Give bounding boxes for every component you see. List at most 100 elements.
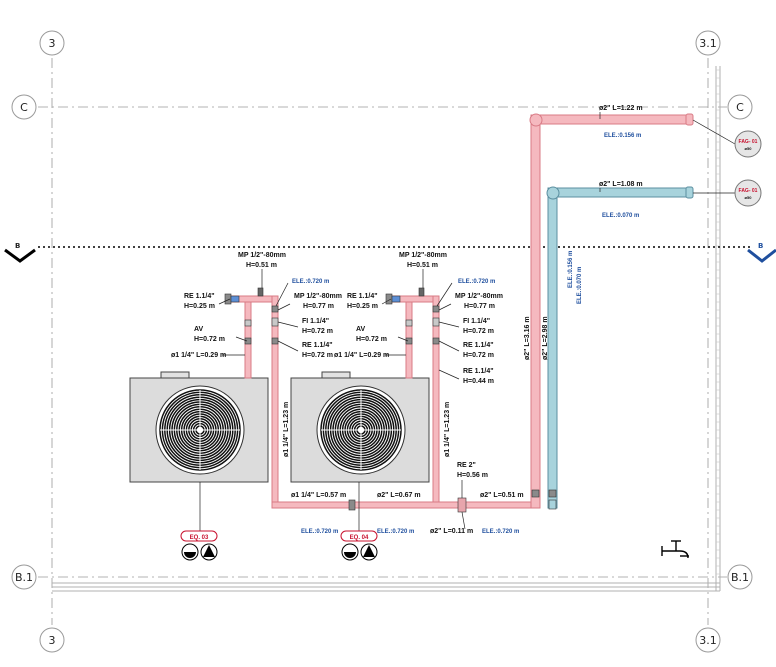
label-mp1b-h: H=0.77 m <box>303 303 334 310</box>
pipe-main-horizontal <box>271 501 541 509</box>
label-h3: ø2" L=0.51 m <box>480 492 524 499</box>
condensing-unit-eq03[interactable] <box>129 371 269 483</box>
label-av1: AV <box>194 326 204 333</box>
annotations: MP 1/2"-80mm H=0.51 m ELE.:0.720 m RE 1.… <box>171 105 643 535</box>
grid-bubble-c-right-label: C <box>736 101 744 114</box>
pipe-top-return <box>547 187 690 198</box>
label-mp2b: MP 1/2"-80mm <box>455 293 503 300</box>
label-ele-riser2: ELE.:0.070 m <box>577 267 583 304</box>
pipe-top-supply <box>530 114 690 125</box>
label-mp1b: MP 1/2"-80mm <box>294 293 342 300</box>
pump-triangle-icon <box>363 545 375 557</box>
tag-eq04[interactable]: EQ. 04 <box>340 530 378 561</box>
label-top-pink-ele: ELE.:0.156 m <box>604 133 641 139</box>
label-h1: ø1 1/4" L=0.57 m <box>291 492 346 499</box>
fan-icon <box>320 389 402 471</box>
label-top-blue: ø2" L=1.08 m <box>599 181 643 188</box>
label-ele-d: ELE.:0.720 m <box>377 529 414 535</box>
wall-hatch <box>716 69 720 575</box>
label-ele-c: ELE.:0.720 m <box>301 529 338 535</box>
grid-bubble-c-right[interactable]: C <box>727 94 753 120</box>
label-mp1-h: H=0.51 m <box>246 262 277 269</box>
tag-fag-01-bottom[interactable]: FAG- 01 ø50 <box>734 179 762 207</box>
tag-fag-01-top-label: FAG- 01 <box>739 139 758 145</box>
label-re1b-h: H=0.72 m <box>302 352 333 359</box>
label-av2: AV <box>356 326 366 333</box>
label-re2b-h: H=0.72 m <box>463 352 494 359</box>
section-marker-right-label: B <box>758 242 763 250</box>
label-fi1-h: H=0.72 m <box>302 328 333 335</box>
section-marker-right[interactable]: B <box>747 242 776 263</box>
pipe-unit2-up <box>405 295 413 379</box>
grid-bubble-b1-left[interactable]: B.1 <box>11 564 37 590</box>
grid-bubble-3-1-bottom[interactable]: 3.1 <box>695 627 721 653</box>
pipe-unit2-drop <box>432 295 440 509</box>
label-re-left1: RE 1.1/4" <box>184 293 215 300</box>
condensing-unit-eq04[interactable] <box>290 371 430 483</box>
label-re2c-h: H=0.44 m <box>463 378 494 385</box>
grid-bubble-c-left[interactable]: C <box>11 94 37 120</box>
label-re2c: RE 1.1/4" <box>463 368 494 375</box>
grid-bubble-b1-right[interactable]: B.1 <box>727 564 753 590</box>
grid-bubble-3-top-label: 3 <box>49 37 56 50</box>
label-ele-a: ELE.:0.720 m <box>292 279 329 285</box>
tag-eq03[interactable]: EQ. 03 <box>180 530 218 561</box>
tag-eq03-label: EQ. 03 <box>190 535 209 541</box>
grid-bubble-b1-left-label: B.1 <box>15 571 33 584</box>
pipe-unit1-drop <box>271 295 279 509</box>
grid-bubble-3-1-top-label: 3.1 <box>699 37 717 50</box>
pipe-unit1-up <box>244 295 252 379</box>
label-h2: ø2" L=0.67 m <box>377 492 421 499</box>
tag-fag-01-bottom-label: FAG- 01 <box>739 188 758 194</box>
label-re2b: RE 1.1/4" <box>463 342 494 349</box>
label-top-blue-ele: ELE.:0.070 m <box>602 213 639 219</box>
tag-eq04-label: EQ. 04 <box>350 535 369 541</box>
label-fi2: FI 1.1/4" <box>463 318 490 325</box>
label-ele-b: ELE.:0.720 m <box>458 279 495 285</box>
pump-triangle-icon <box>203 545 215 557</box>
label-re-left2-h: H=0.25 m <box>347 303 378 310</box>
label-re-main-h: H=0.56 m <box>457 472 488 479</box>
wall-lines <box>52 66 721 592</box>
fan-icon <box>159 389 241 471</box>
label-vert2: ø1 1/4" L=1.23 m <box>444 402 451 457</box>
label-vert1: ø1 1/4" L=1.23 m <box>283 402 290 457</box>
label-mp2-h: H=0.51 m <box>407 262 438 269</box>
section-marker-left[interactable]: B <box>4 242 36 263</box>
label-fi1: FI 1.1/4" <box>302 318 329 325</box>
label-mp1: MP 1/2"-80mm <box>238 252 286 259</box>
fan-symbol-fill-icon <box>184 552 196 558</box>
label-mp2: MP 1/2"-80mm <box>399 252 447 259</box>
label-re1b: RE 1.1/4" <box>302 342 333 349</box>
label-pipe2: ø1 1/4" L=0.29 m <box>334 352 389 359</box>
fan-symbol-fill-icon <box>344 552 356 558</box>
label-av1-h: H=0.72 m <box>194 336 225 343</box>
label-ele-riser1: ELE.:0.156 m <box>568 251 574 288</box>
tag-fag-01-bottom-sub: ø50 <box>745 195 753 200</box>
tag-fag-01-top[interactable]: FAG- 01 ø50 <box>734 130 762 158</box>
grid-bubble-3-bottom-label: 3 <box>49 634 56 647</box>
grid-bubble-c-left-label: C <box>20 101 28 114</box>
grid-bubble-3-1-top[interactable]: 3.1 <box>695 30 721 56</box>
grid-bubble-3-bottom[interactable]: 3 <box>39 627 65 653</box>
pipe-riser-supply <box>530 116 541 509</box>
label-top-pink: ø2" L=1.22 m <box>599 105 643 112</box>
label-riser-blue: ø2" L=2.98 m <box>542 316 549 360</box>
label-re-left2: RE 1.1/4" <box>347 293 378 300</box>
tag-fag-01-top-sub: ø50 <box>745 146 753 151</box>
label-av2-h: H=0.72 m <box>356 336 387 343</box>
return-pipes <box>546 186 694 509</box>
grid-lines <box>38 58 727 625</box>
section-marker-left-label: B <box>15 242 20 250</box>
label-ele-e: ELE.:0.720 m <box>482 529 519 535</box>
label-re-left1-h: H=0.25 m <box>184 303 215 310</box>
grid-bubble-3-1-bottom-label: 3.1 <box>699 634 717 647</box>
faucet-icon <box>661 540 689 559</box>
label-pipe1: ø1 1/4" L=0.29 m <box>171 352 226 359</box>
fittings <box>224 287 557 513</box>
grid-bubble-3-top[interactable]: 3 <box>39 30 65 56</box>
label-mp2b-h: H=0.77 m <box>464 303 495 310</box>
label-fi2-h: H=0.72 m <box>463 328 494 335</box>
valve-icon <box>224 293 232 305</box>
